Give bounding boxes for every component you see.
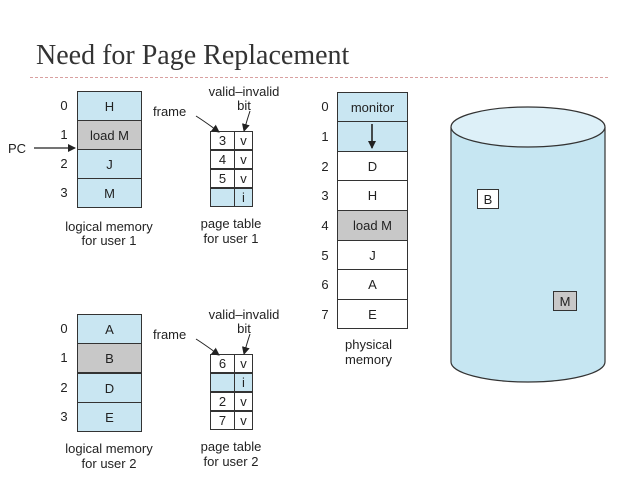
- valid-bit: v: [234, 411, 253, 430]
- frame-label: frame: [153, 104, 187, 119]
- caption-line: for user 1: [203, 231, 259, 246]
- frame-arrow: [195, 338, 220, 356]
- pc-label: PC: [8, 141, 27, 156]
- frame-index: 0: [321, 99, 329, 114]
- valid-invalid-label: bit: [237, 98, 251, 113]
- page-index: 2: [60, 380, 68, 395]
- page-index: 1: [60, 127, 68, 142]
- valid-bit: v: [234, 392, 253, 411]
- frame-cell: A: [337, 269, 408, 300]
- memory-cell: E: [77, 402, 142, 432]
- valid-invalid-label: valid–invalid: [208, 84, 280, 99]
- frame-index: 3: [321, 188, 329, 203]
- page-title: Need for Page Replacement: [36, 40, 350, 71]
- bit-arrow: [241, 333, 251, 355]
- frame-arrow: [195, 115, 220, 133]
- page-index: 3: [60, 185, 68, 200]
- disk-cylinder: [450, 106, 606, 383]
- disk-page-b: B: [477, 189, 499, 209]
- valid-bit: i: [234, 188, 253, 207]
- frame-index: 6: [321, 277, 329, 292]
- memory-cell: D: [77, 373, 142, 403]
- memory-cell: B: [77, 343, 142, 373]
- frame-number: 3: [210, 131, 235, 150]
- caption-line: physical: [345, 337, 392, 352]
- valid-invalid-label: bit: [237, 321, 251, 336]
- caption-line: for user 1: [81, 233, 137, 248]
- bit-arrow: [241, 110, 251, 132]
- title-divider: [30, 77, 608, 78]
- caption-line: page table: [200, 216, 262, 231]
- frame-index: 7: [321, 307, 329, 322]
- valid-bit: v: [234, 150, 253, 169]
- disk-page-m: M: [553, 291, 577, 311]
- page-index: 1: [60, 350, 68, 365]
- memory-cell: A: [77, 314, 142, 344]
- frame-index: 4: [321, 218, 329, 233]
- caption-line: logical memory: [65, 441, 153, 456]
- caption-line: for user 2: [203, 454, 259, 469]
- page-index: 3: [60, 409, 68, 424]
- frame-cell: monitor: [337, 92, 408, 122]
- memory-cell: J: [77, 149, 142, 179]
- valid-invalid-label: valid–invalid: [208, 307, 280, 322]
- caption-line: page table: [200, 439, 262, 454]
- memory-cell: M: [77, 178, 142, 208]
- valid-bit: i: [234, 373, 253, 392]
- caption-line: memory: [345, 352, 392, 367]
- frame-label: frame: [153, 327, 187, 342]
- frame-index: 2: [321, 159, 329, 174]
- page-index: 0: [60, 98, 68, 113]
- memory-cell: load M: [77, 120, 142, 150]
- frame-index: 5: [321, 248, 329, 263]
- page-index: 0: [60, 321, 68, 336]
- page-index: 2: [60, 156, 68, 171]
- frame-index: 1: [321, 129, 329, 144]
- frame-cell: E: [337, 299, 408, 329]
- caption-line: for user 2: [81, 456, 137, 471]
- frame-cell: H: [337, 180, 408, 211]
- caption-line: logical memory: [65, 219, 153, 234]
- valid-bit: v: [234, 169, 253, 188]
